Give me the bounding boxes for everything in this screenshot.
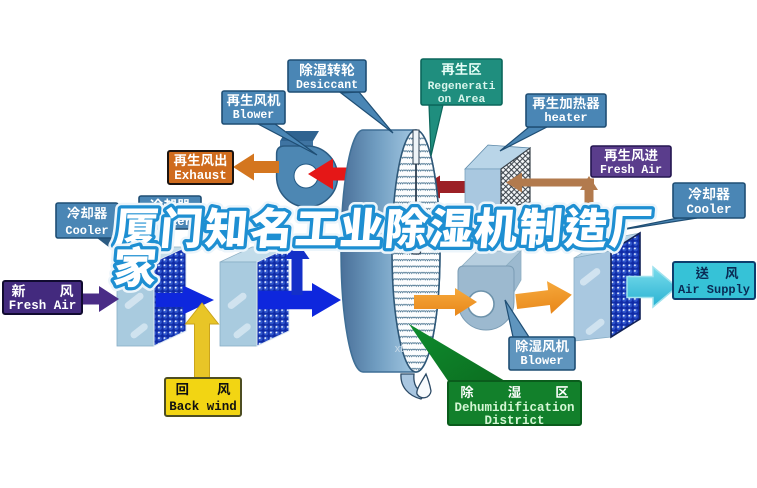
svg-text:Dehumidification: Dehumidification [454, 401, 574, 415]
svg-text:Cooler: Cooler [65, 224, 108, 238]
svg-text:on Area: on Area [438, 94, 486, 106]
svg-text:Air Supply: Air Supply [678, 283, 750, 297]
svg-text:Blower: Blower [520, 354, 563, 368]
svg-text:Back wind: Back wind [169, 400, 237, 414]
svg-text:Blower: Blower [233, 109, 275, 122]
svg-text:xt: xt [395, 343, 404, 355]
svg-text:Fresh Air: Fresh Air [600, 164, 662, 177]
svg-text:Desiccant: Desiccant [296, 79, 358, 92]
svg-text:Regenerati: Regenerati [428, 81, 496, 93]
svg-text:District: District [484, 414, 544, 428]
svg-text:Exhaust: Exhaust [174, 169, 227, 183]
svg-text:Fresh Air: Fresh Air [9, 299, 77, 313]
svg-text:heater: heater [544, 111, 587, 125]
svg-text:Cooler: Cooler [686, 203, 731, 217]
